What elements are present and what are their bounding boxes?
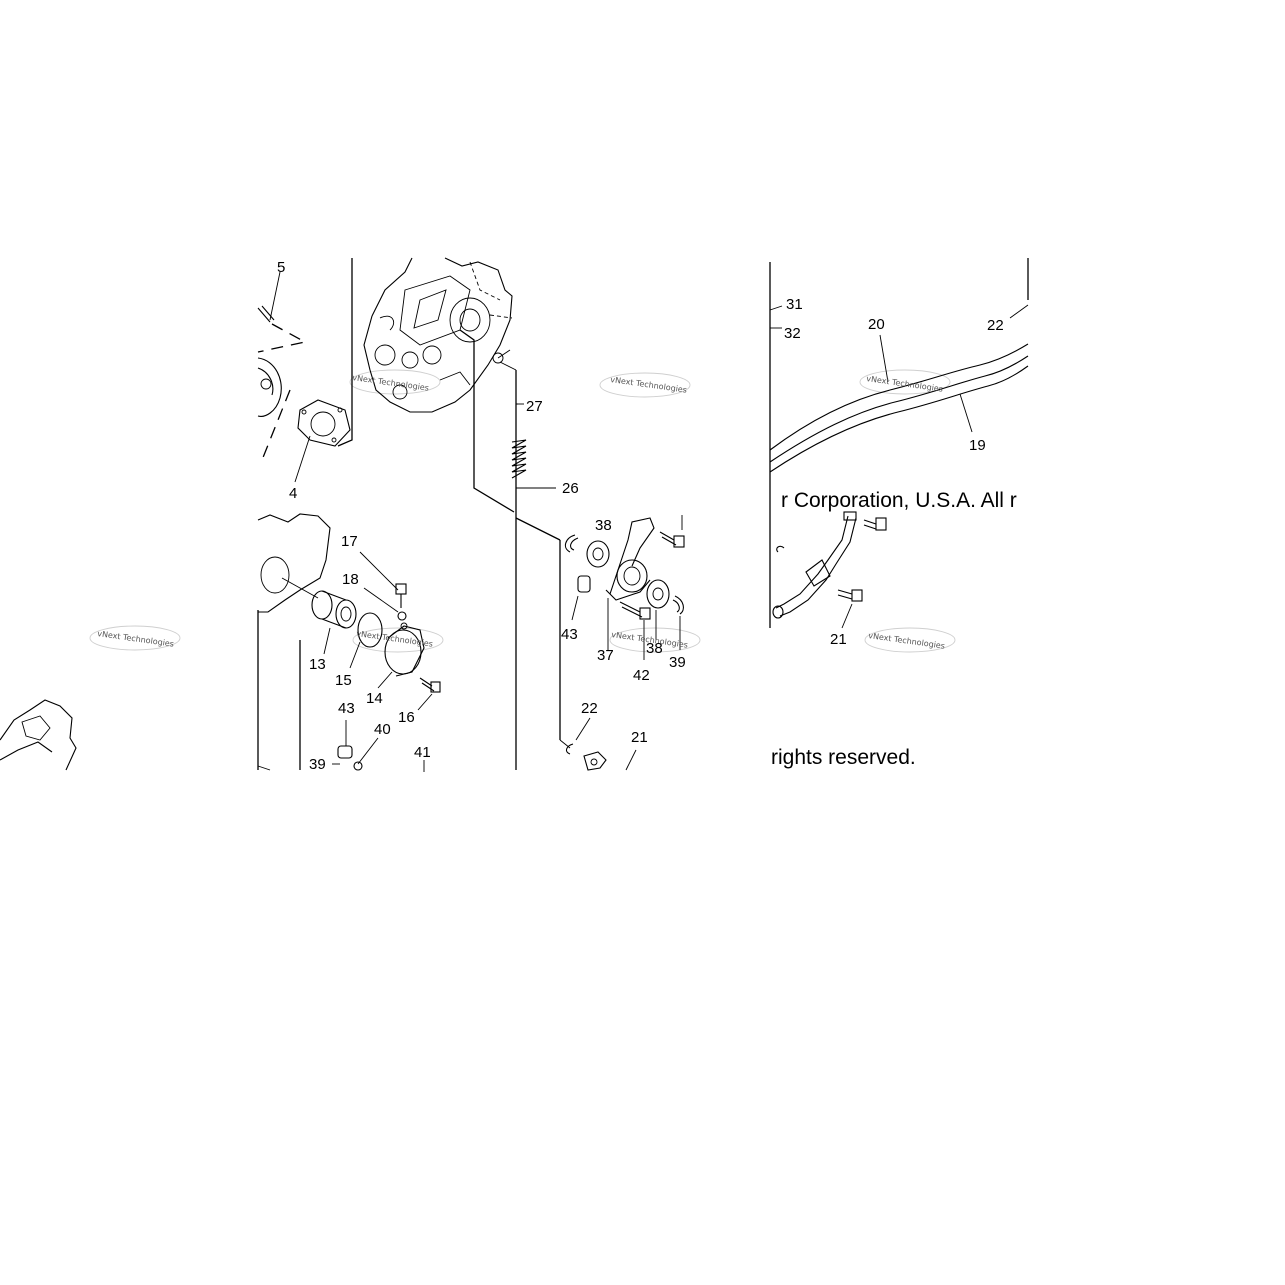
bolt-part-3 xyxy=(659,515,685,548)
watermark-text: vNext Technologies xyxy=(610,375,688,395)
callout-26: 26 xyxy=(562,480,579,497)
oil-filter-part xyxy=(281,577,357,655)
bearing-part-2 xyxy=(646,579,670,640)
watermark-text: vNext Technologies xyxy=(866,374,944,394)
callout-41: 41 xyxy=(414,744,431,761)
small-parts xyxy=(332,720,425,772)
filter-panel xyxy=(0,513,441,772)
gasket-part xyxy=(294,399,351,483)
union-bolt-part xyxy=(863,517,887,531)
collar-part xyxy=(571,575,591,621)
callout-39-b: 39 xyxy=(669,654,686,671)
callout-14: 14 xyxy=(366,690,383,707)
callout-31: 31 xyxy=(786,296,803,313)
bolt-part-4 xyxy=(619,601,651,660)
bolt-part xyxy=(359,551,407,621)
callout-4: 4 xyxy=(289,485,297,502)
callout-18: 18 xyxy=(342,571,359,588)
oil-hose-panel xyxy=(769,258,1029,510)
o-ring-part xyxy=(349,612,383,669)
callout-16: 16 xyxy=(398,709,415,726)
crankcase-part xyxy=(363,257,513,413)
spring-part xyxy=(511,439,527,479)
callout-37: 37 xyxy=(597,647,614,664)
callout-21: 21 xyxy=(631,729,648,746)
stud-part xyxy=(257,271,281,323)
union-bolt-part-2 xyxy=(837,589,863,629)
watermark-text: vNext Technologies xyxy=(352,373,430,393)
callout-19: 19 xyxy=(969,437,986,454)
callout-38-b: 38 xyxy=(646,640,663,657)
filter-cover-part xyxy=(377,622,425,689)
callout-17: 17 xyxy=(341,533,358,550)
oil-pipe-part xyxy=(772,511,857,619)
callout-40: 40 xyxy=(374,721,391,738)
callout-13: 13 xyxy=(309,656,326,673)
callout-5: 5 xyxy=(277,259,285,276)
callout-43: 43 xyxy=(338,700,355,717)
oil-hose-part xyxy=(769,343,1029,473)
pump-rotor-part xyxy=(605,517,655,650)
callout-21-b: 21 xyxy=(830,631,847,648)
watermark-ghosts xyxy=(89,369,956,653)
oil-pipe-panel xyxy=(769,510,887,629)
bolt-part-2 xyxy=(417,677,441,711)
oil-seal-part xyxy=(257,357,282,417)
callout-32: 32 xyxy=(784,325,801,342)
watermark-text: vNext Technologies xyxy=(868,631,946,651)
callout-39: 39 xyxy=(309,756,326,773)
callout-15: 15 xyxy=(335,672,352,689)
copyright-line-1: r Corporation, U.S.A. All r xyxy=(781,489,1017,512)
callout-38: 38 xyxy=(595,517,612,534)
callout-27: 27 xyxy=(526,398,543,415)
callout-labels: 5 4 27 26 31 32 20 22 19 17 18 13 15 14 … xyxy=(277,259,1004,773)
callout-43-b: 43 xyxy=(561,626,578,643)
watermark-text: vNext Technologies xyxy=(97,629,175,649)
callout-22: 22 xyxy=(987,317,1004,334)
callout-20: 20 xyxy=(868,316,885,333)
engine-case-panel xyxy=(257,257,556,770)
callout-42: 42 xyxy=(633,667,650,684)
copyright-line-2: rights reserved. xyxy=(771,746,916,769)
oil-pump-panel xyxy=(515,515,685,771)
bearing-part xyxy=(586,540,610,568)
callout-22-b: 22 xyxy=(581,700,598,717)
